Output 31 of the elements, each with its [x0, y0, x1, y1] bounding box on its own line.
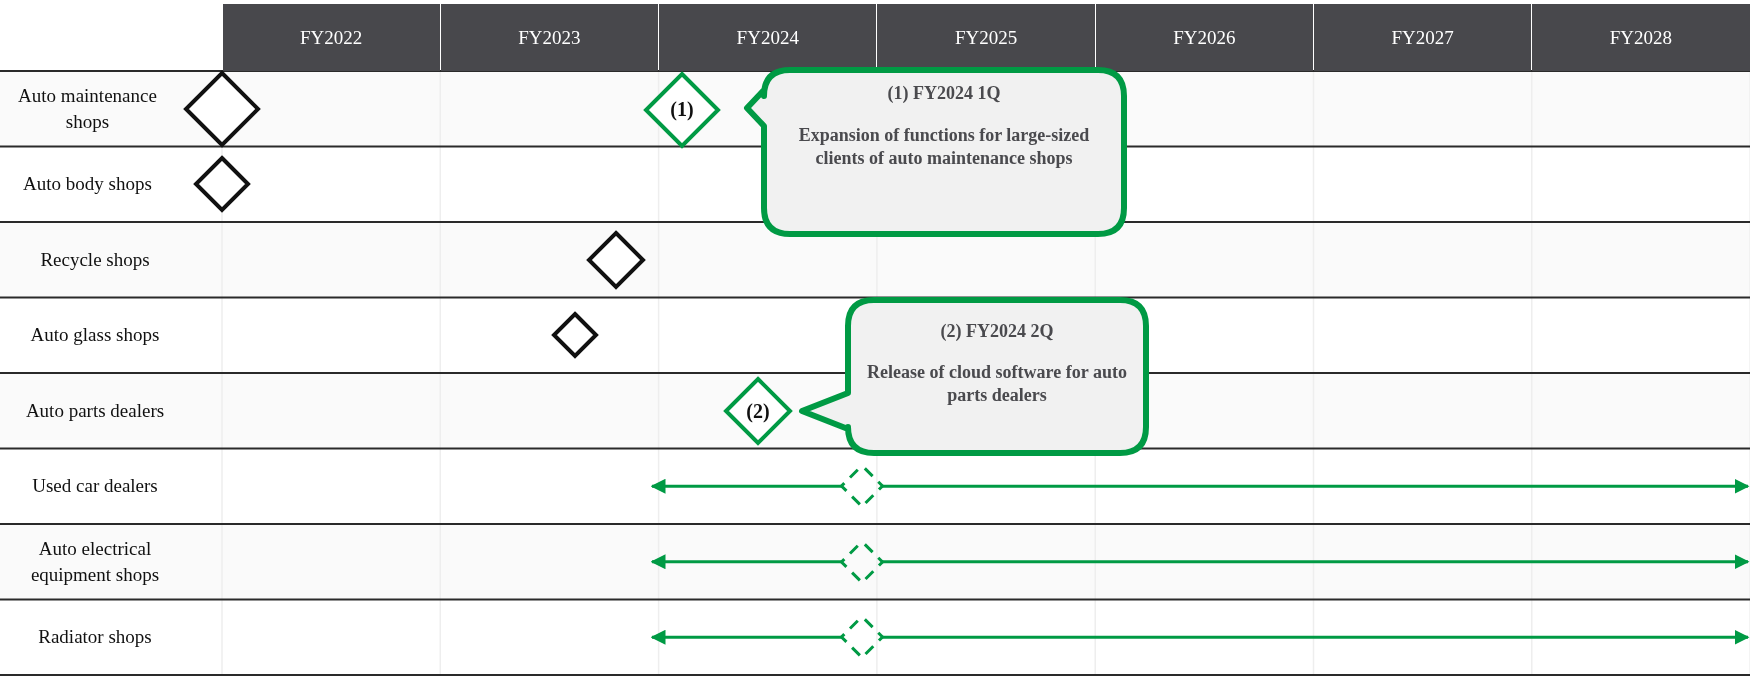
callout-text: Release of cloud software for auto parts dealers	[866, 361, 1128, 408]
timeline-arrow	[882, 629, 1750, 645]
callout-text: Expansion of functions for large-sized clients of auto maintenance shops	[797, 124, 1091, 171]
callout-heading: (2) FY2024 2Q	[939, 320, 1055, 343]
timeline-arrow	[882, 478, 1750, 494]
diamond-milestone	[194, 156, 250, 213]
timeline-arrow	[882, 554, 1750, 570]
row-label: Auto glass shops	[29, 323, 161, 348]
callout-bubble	[745, 66, 1128, 238]
diamond-milestone	[552, 312, 598, 359]
year-header-cell: FY2024	[659, 4, 877, 71]
row-label: Recycle shops	[39, 247, 151, 272]
timeline-arrow	[650, 629, 842, 645]
row-label: Auto electrical equipment shops	[29, 537, 161, 587]
diamond-milestone	[587, 230, 645, 289]
year-header-cell: FY2028	[1532, 4, 1750, 71]
year-header-cell: FY2023	[440, 4, 659, 71]
row-label: Auto maintenance shops	[17, 84, 158, 134]
year-header-cell: FY2026	[1095, 4, 1313, 71]
timeline-arrow	[650, 554, 842, 570]
diamond-milestone: (1)	[644, 71, 720, 148]
diamond-milestone	[184, 70, 260, 147]
callout-heading: (1) FY2024 1Q	[886, 82, 1002, 105]
year-header-cell: FY2022	[222, 4, 440, 71]
row-label: Auto parts dealers	[24, 398, 166, 423]
row-label: Auto body shops	[22, 172, 153, 197]
row-label: Radiator shops	[37, 625, 153, 650]
row-label: Used car dealers	[31, 474, 159, 499]
timeline-arrow	[650, 478, 842, 494]
year-header-cell: FY2027	[1314, 4, 1532, 71]
diamond-milestone: (2)	[724, 377, 792, 445]
